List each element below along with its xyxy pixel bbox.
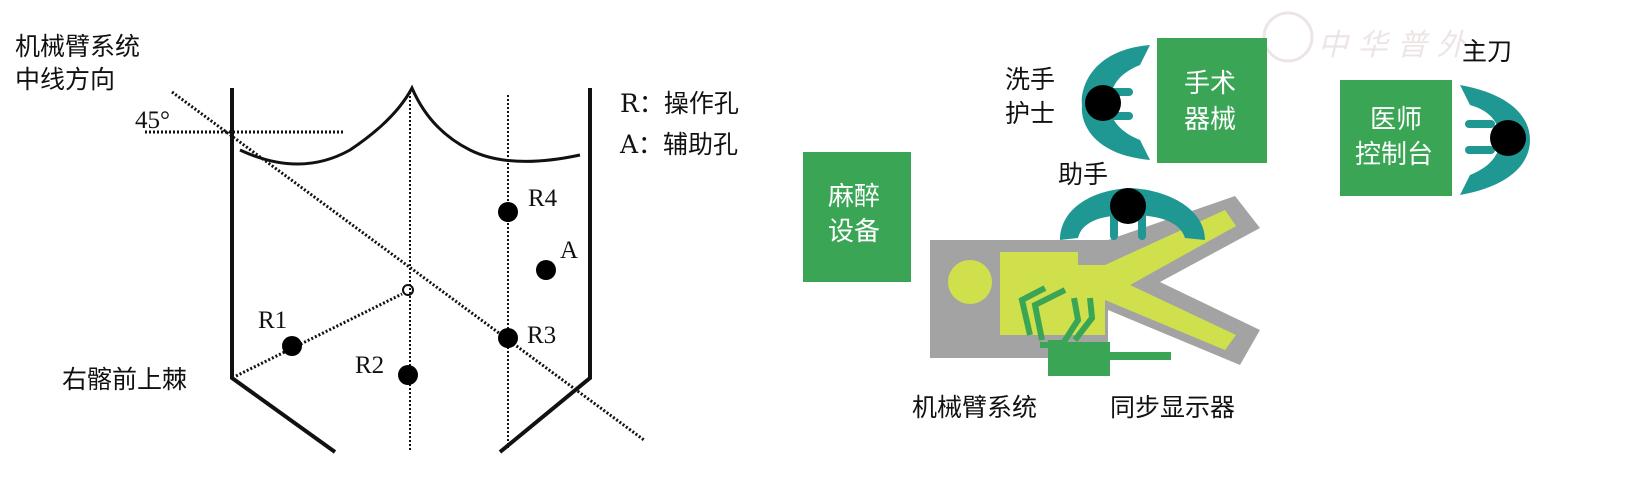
patient-head	[948, 260, 992, 304]
port-r4	[498, 202, 518, 222]
anesthesia-label-2: 设备	[828, 217, 880, 247]
scrub-nurse-label-1: 洗手	[1005, 65, 1055, 94]
console-label-2: 控制台	[1355, 140, 1433, 170]
anesthesia-label-1: 麻醉	[828, 182, 880, 212]
port-a	[536, 260, 556, 280]
umbilicus-marker	[402, 284, 414, 296]
watermark-text: 中 华 普 外	[1318, 28, 1469, 63]
sync-display	[1105, 352, 1171, 360]
label-r2: R2	[355, 352, 384, 379]
instruments-label-1: 手术	[1184, 69, 1236, 99]
abdomen-left-wall	[230, 88, 337, 454]
port-placement-diagram	[145, 84, 645, 454]
port-r3	[498, 328, 518, 348]
port-r1	[282, 336, 302, 356]
label-a: A	[560, 237, 578, 264]
label-r1: R1	[258, 307, 287, 334]
label-r3: R3	[527, 322, 556, 349]
sync-display-label: 同步显示器	[1110, 393, 1235, 422]
port-r2	[398, 365, 418, 385]
diagonal-45-line	[171, 90, 645, 442]
surgeon-console	[1340, 80, 1452, 196]
instruments-label-2: 器械	[1184, 105, 1236, 135]
asis-line	[235, 292, 403, 378]
legend-assist-port: A：辅助孔	[619, 130, 738, 159]
scrub-nurse-label-2: 护士	[1005, 99, 1055, 128]
costal-margin-curve	[239, 84, 581, 166]
robot-base	[1048, 342, 1110, 376]
legend-operating-port: R：操作孔	[620, 89, 739, 118]
midline-label-1: 机械臂系统	[15, 32, 140, 61]
assistant-label: 助手	[1058, 160, 1108, 189]
anesthesia-equipment	[803, 152, 911, 282]
angle-label: 45°	[135, 107, 170, 134]
watermark-logo: 中 华 普 外	[1262, 11, 1469, 63]
scrub-nurse-figure	[1081, 45, 1150, 160]
patient-figure	[1000, 210, 1236, 350]
operating-table	[930, 196, 1260, 365]
robot-arm-system-label: 机械臂系统	[912, 393, 1037, 422]
assistant-figure	[1060, 188, 1205, 240]
label-r4: R4	[528, 185, 558, 212]
midline-label-2: 中线方向	[15, 65, 115, 94]
instrument-table	[1157, 38, 1267, 163]
surgeon-label: 主刀	[1462, 37, 1512, 66]
console-label-1: 医师	[1370, 105, 1422, 135]
asis-label: 右髂前上棘	[62, 365, 187, 394]
abdomen-right-wall	[498, 88, 592, 454]
surgeon-figure	[1460, 85, 1530, 195]
